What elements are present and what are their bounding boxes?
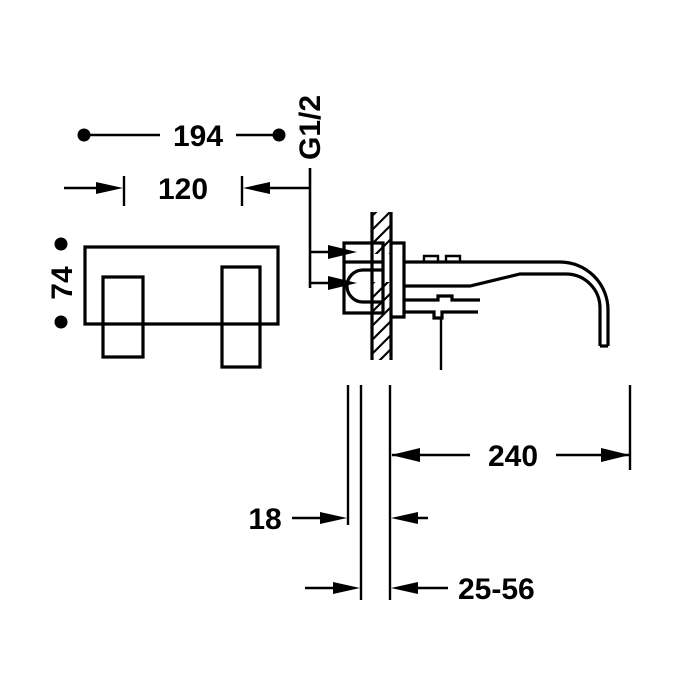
dimension-194-label: 194 [173, 120, 223, 153]
left-lever-handle [101, 275, 145, 359]
callout-g12-label: G1/2 [294, 95, 327, 160]
dimension-240-arrow-right [601, 448, 630, 462]
dimension-18-arrow-right [391, 512, 418, 524]
dimension-2556-arrow-right [391, 582, 418, 594]
wall-flange-outline [391, 241, 406, 319]
dimension-120-arrow-left [96, 182, 123, 194]
dimension-194: 194 [77, 120, 286, 153]
valve-cartridge-nose [345, 268, 383, 304]
dimension-120: 120 [64, 173, 310, 206]
wall-hatch-upper [372, 212, 391, 254]
dimension-74-dot-top [54, 237, 68, 251]
dimension-18: 18 [248, 503, 428, 536]
wall-hatch-lower [372, 282, 391, 360]
concealed-valve-body [342, 228, 385, 346]
dimension-25-56: 25-56 [305, 573, 535, 606]
dimension-240-arrow-left [391, 448, 420, 462]
spout-top-profile [404, 260, 610, 346]
dimension-120-arrow-right [243, 182, 270, 194]
wall-hatching-section [370, 212, 393, 360]
dimension-74: 74 [46, 237, 79, 329]
escutcheon-plate-front-view [83, 245, 280, 369]
valve-body-outline [342, 241, 385, 315]
spout-bottom-profile [404, 272, 602, 346]
dimension-18-arrow-left [320, 512, 347, 524]
spout-base-detail [404, 310, 478, 320]
dimension-194-dot-left [77, 128, 91, 142]
right-lever-handle [220, 265, 262, 369]
dimension-194-dot-right [272, 128, 286, 142]
spout-lower-detail [404, 294, 480, 302]
dimension-2556-label: 25-56 [458, 573, 535, 606]
dimension-240: 240 [391, 440, 630, 473]
lower-extension-lines [346, 385, 632, 600]
escutcheon-plate-outline [83, 245, 280, 326]
dimension-120-label: 120 [158, 173, 208, 206]
dimension-74-label: 74 [46, 266, 79, 300]
dimension-240-label: 240 [488, 440, 538, 473]
dimension-74-dot-bottom [54, 315, 68, 329]
wall-flange [391, 241, 406, 319]
dimension-18-label: 18 [248, 503, 281, 536]
curved-spout [404, 254, 610, 370]
dimension-2556-arrow-left [333, 582, 360, 594]
